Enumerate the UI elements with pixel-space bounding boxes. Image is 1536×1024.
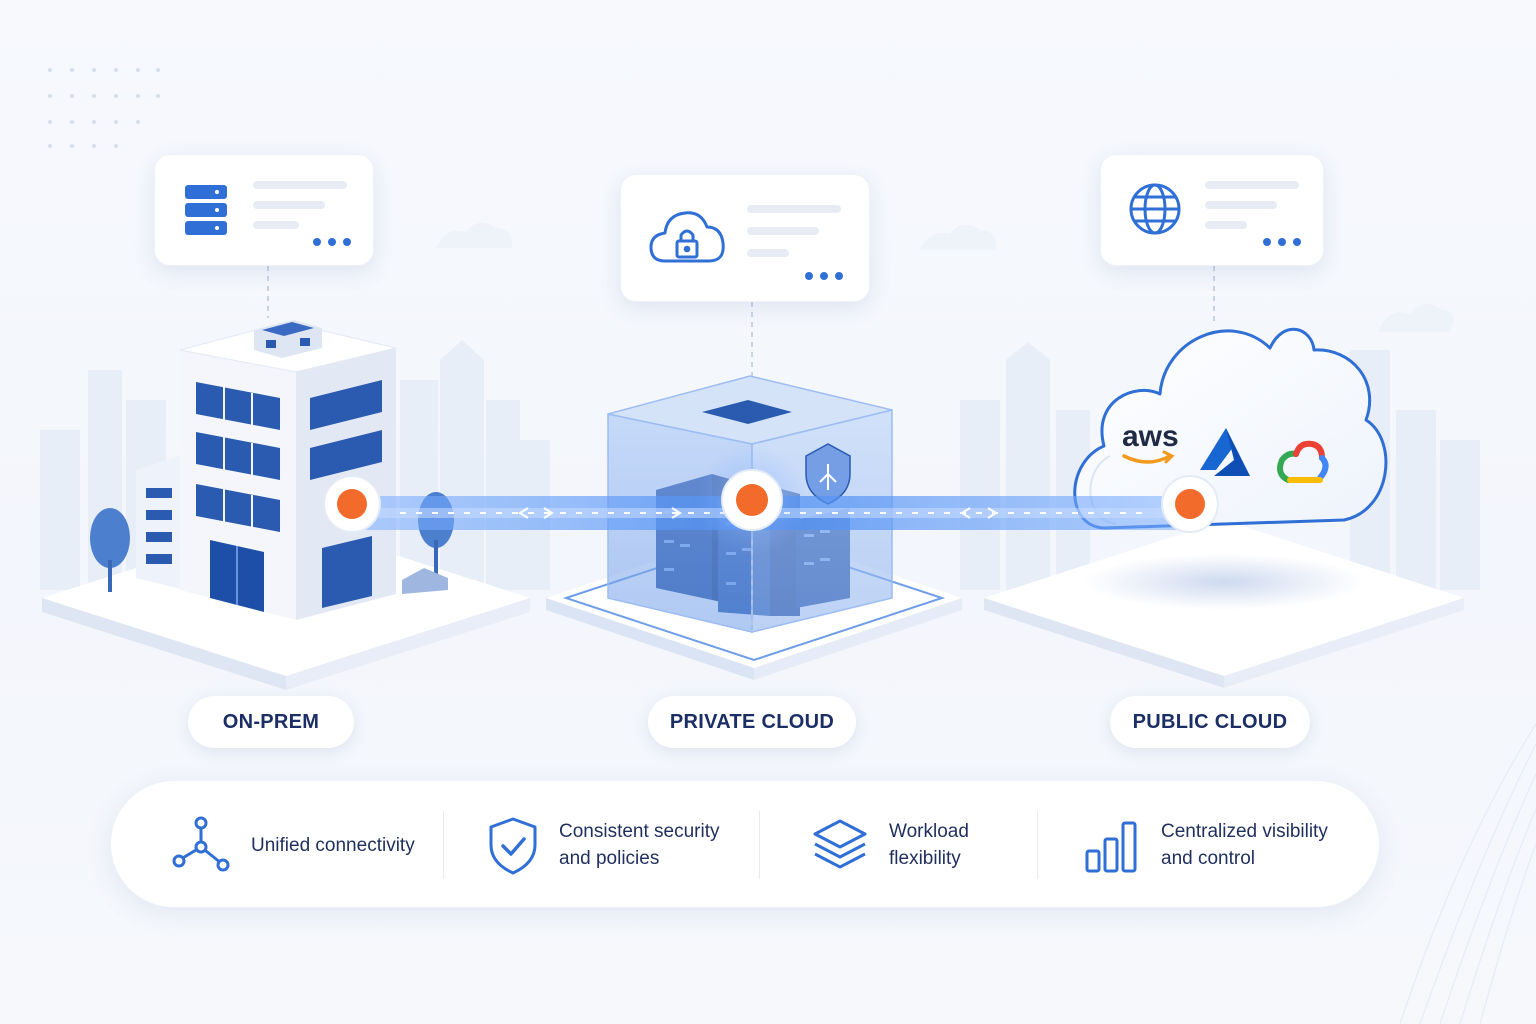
cloud-lock-icon [649, 211, 725, 263]
aws-logo: aws [1122, 420, 1179, 464]
onprem-info-card[interactable] [154, 154, 374, 266]
shield-check-icon [489, 817, 537, 875]
more-options-icon [313, 238, 351, 246]
layers-icon [813, 819, 867, 869]
placeholder-lines [253, 181, 347, 229]
divider [1037, 811, 1038, 879]
feature-centralized-visibility: Centralized visibility and control [1083, 781, 1328, 909]
placeholder-lines [1205, 181, 1299, 229]
feature-bar: Unified connectivity Consistent security… [110, 780, 1380, 908]
aws-logo-text: aws [1122, 420, 1179, 453]
feature-label: Centralized visibility [1161, 821, 1328, 842]
public-cloud-platform [984, 520, 1464, 688]
private-cloud-info-card[interactable] [620, 174, 870, 302]
office-building-illustration [90, 320, 454, 620]
feature-consistent-security: Consistent security and policies [485, 781, 720, 909]
feature-label: Workload [889, 821, 969, 842]
azure-logo-icon [1200, 428, 1250, 476]
feature-label: flexibility [889, 848, 961, 869]
connection-node-private-cloud [721, 469, 783, 531]
feature-label: and policies [559, 848, 660, 869]
decorative-wave-lines [1399, 723, 1536, 1024]
public-cloud-info-card[interactable] [1100, 154, 1324, 266]
connection-node-onprem [323, 475, 381, 533]
google-cloud-logo-icon [1277, 440, 1329, 483]
placeholder-lines [747, 205, 841, 257]
tier-label-private-cloud: PRIVATE CLOUD [648, 696, 856, 748]
globe-icon [1129, 183, 1181, 235]
tier-label-public-cloud: PUBLIC CLOUD [1110, 696, 1310, 748]
more-options-icon [1263, 238, 1301, 246]
background-clouds [436, 222, 1454, 332]
more-options-icon [805, 272, 843, 280]
feature-unified-connectivity: Unified connectivity [169, 781, 415, 909]
card-connectors [267, 266, 1215, 632]
feature-label: Unified connectivity [251, 834, 415, 856]
divider [759, 811, 760, 879]
divider [443, 811, 444, 879]
decorative-dot-grid [48, 68, 160, 148]
feature-label: Consistent security [559, 821, 720, 842]
connection-node-public-cloud [1161, 475, 1219, 533]
feature-workload-flexibility: Workload flexibility [809, 781, 969, 909]
server-stack-icon [185, 185, 227, 235]
bar-chart-icon [1085, 821, 1137, 873]
feature-label: and control [1161, 848, 1256, 869]
network-nodes-icon [172, 816, 230, 872]
tier-label-onprem: ON-PREM [188, 696, 354, 748]
